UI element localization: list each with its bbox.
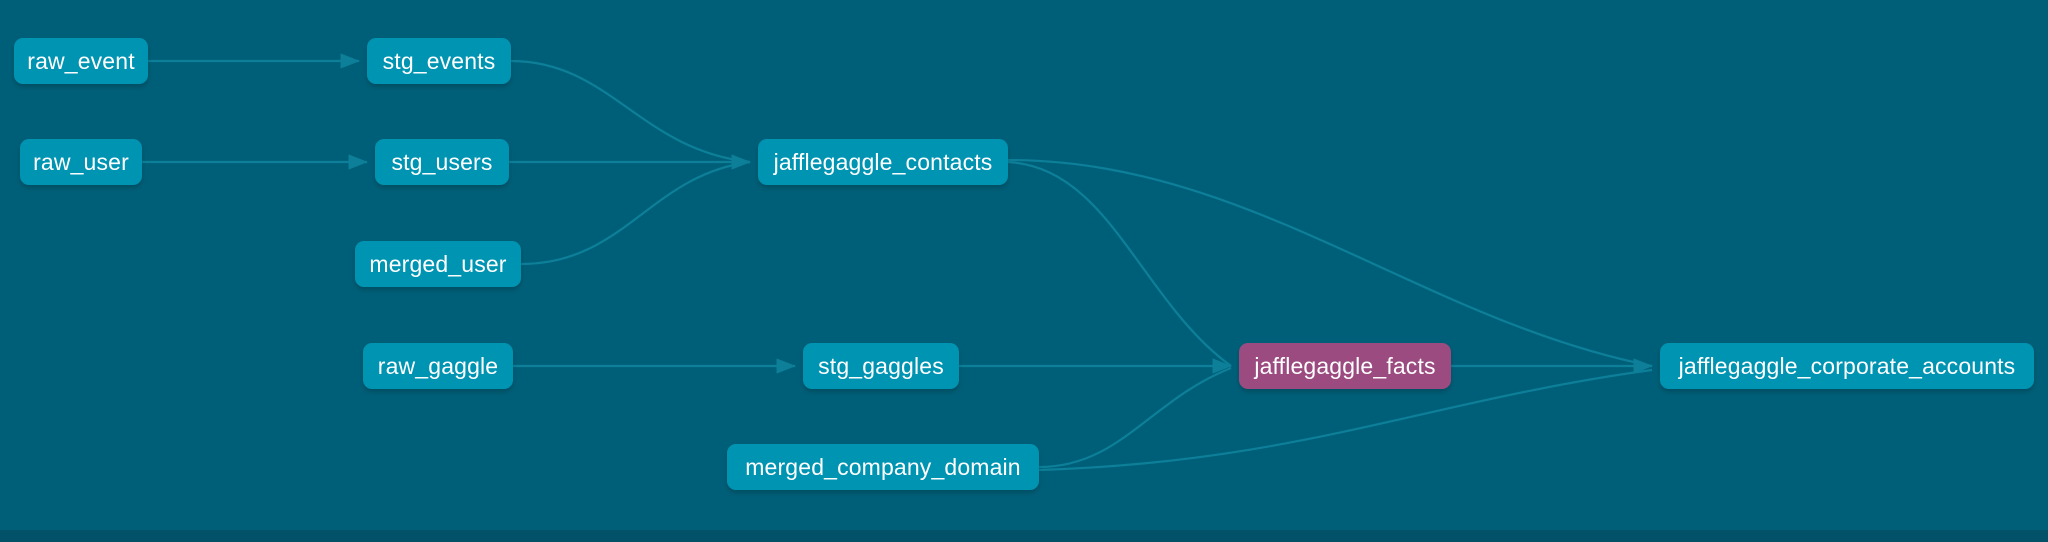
node-label-stg_gaggles: stg_gaggles	[818, 352, 944, 379]
node-stg_events[interactable]: stg_events	[367, 38, 511, 84]
edge-merged_user-to-jafflegaggle_contacts	[520, 160, 751, 266]
node-jafflegaggle_facts[interactable]: jafflegaggle_facts	[1239, 343, 1451, 389]
node-label-jafflegaggle_corporate_accounts: jafflegaggle_corporate_accounts	[1678, 352, 2016, 379]
node-stg_users[interactable]: stg_users	[375, 139, 509, 185]
edge-jafflegaggle_contacts-to-jafflegaggle_corporate_accounts	[1007, 158, 1653, 368]
node-raw_event[interactable]: raw_event	[14, 38, 148, 84]
node-stg_gaggles[interactable]: stg_gaggles	[803, 343, 959, 389]
edge-stg_events-to-jafflegaggle_contacts	[510, 59, 751, 164]
node-label-merged_user: merged_user	[369, 250, 507, 277]
edge-merged_company_domain-to-jafflegaggle_facts	[1038, 366, 1232, 469]
node-label-raw_gaggle: raw_gaggle	[377, 352, 499, 379]
node-label-raw_user: raw_user	[33, 148, 129, 175]
node-merged_company_domain[interactable]: merged_company_domain	[727, 444, 1039, 490]
node-label-jafflegaggle_contacts: jafflegaggle_contacts	[773, 148, 993, 175]
node-label-raw_event: raw_event	[27, 47, 135, 74]
node-jafflegaggle_contacts[interactable]: jafflegaggle_contacts	[758, 139, 1008, 185]
node-raw_gaggle[interactable]: raw_gaggle	[363, 343, 513, 389]
node-merged_user[interactable]: merged_user	[355, 241, 521, 287]
node-raw_user[interactable]: raw_user	[20, 139, 142, 185]
node-label-jafflegaggle_facts: jafflegaggle_facts	[1254, 352, 1436, 379]
node-label-stg_users: stg_users	[391, 148, 493, 175]
node-label-stg_events: stg_events	[382, 47, 496, 74]
node-label-merged_company_domain: merged_company_domain	[745, 453, 1021, 480]
node-jafflegaggle_corporate_accounts[interactable]: jafflegaggle_corporate_accounts	[1660, 343, 2034, 389]
edge-jafflegaggle_contacts-to-jafflegaggle_facts	[1007, 160, 1232, 367]
